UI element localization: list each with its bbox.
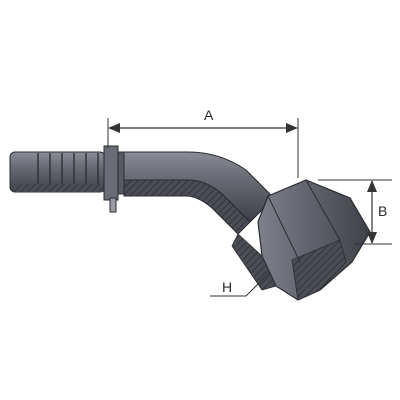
arrowhead-right bbox=[286, 123, 298, 133]
leader-h bbox=[210, 271, 271, 297]
dim-a-label: A bbox=[204, 107, 214, 123]
collar bbox=[103, 145, 125, 213]
dimension-a bbox=[107, 118, 299, 178]
swivel-nut bbox=[231, 179, 371, 301]
tail-section-hatch bbox=[14, 184, 106, 192]
arrowhead-left bbox=[108, 123, 120, 133]
dimension-b bbox=[318, 179, 392, 245]
dim-b-label: B bbox=[378, 203, 387, 219]
arrowhead-top bbox=[367, 180, 377, 192]
fitting-body bbox=[123, 151, 275, 235]
dim-h-label: H bbox=[222, 279, 232, 295]
hose-tail bbox=[9, 151, 106, 193]
arrowhead-bottom bbox=[367, 232, 377, 244]
